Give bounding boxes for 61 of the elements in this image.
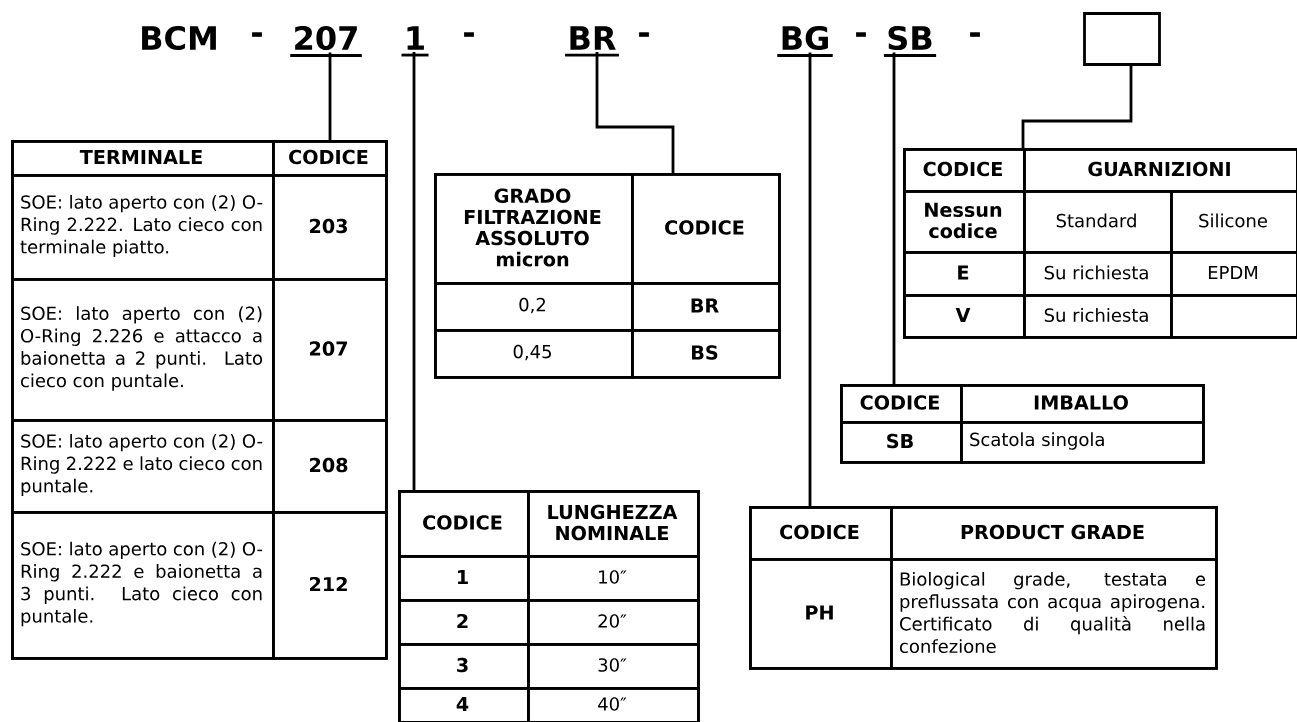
code-segment: SB <box>883 25 937 57</box>
separator-dash: - <box>970 32 980 37</box>
header-cell: CODICE <box>903 148 1026 193</box>
table-cell: 0,45 <box>434 329 634 379</box>
connector-line <box>1021 65 1133 148</box>
table-cell: 4 <box>398 687 530 722</box>
header-cell: CODICE <box>749 506 893 561</box>
table-cell: 30″ <box>527 643 700 690</box>
connector-line <box>892 52 896 384</box>
connector-line <box>328 52 332 140</box>
separator-dash: - <box>856 32 866 37</box>
table-cell: 20″ <box>527 599 700 646</box>
table-cell: 208 <box>272 419 388 514</box>
table-cell: Silicone <box>1170 190 1297 254</box>
table-cell: BS <box>631 329 781 379</box>
table-cell: SOE: lato aperto con (2) O-Ring 2.222 e lato cieco con puntale. <box>11 419 275 514</box>
header-cell: CODICE <box>398 490 530 558</box>
table-cell: SOE: lato aperto con (2) O-Ring 2.222. Lato cieco con terminale piatto. <box>11 174 275 281</box>
table-cell: Su richiesta <box>1023 294 1173 339</box>
table-cell: EPDM <box>1170 251 1297 297</box>
header-cell: CODICE <box>840 384 963 424</box>
header-cell: GRADO FILTRAZIONE ASSOLUTO micron <box>434 173 634 285</box>
table-cell: SB <box>840 421 963 464</box>
header-cell: TERMINALE <box>11 140 275 177</box>
header-cell: LUNGHEZZA NOMINALE <box>527 490 700 558</box>
table-cell: 10″ <box>527 555 700 602</box>
table-cell: 0,2 <box>434 282 634 332</box>
table-cell: 203 <box>272 174 388 281</box>
code-segment: 1 <box>401 26 429 57</box>
connector-line <box>412 52 416 490</box>
table-cell: 40″ <box>527 687 700 722</box>
table-cell: SOE: lato aperto con (2) O-Ring 2.226 e attacco a baionetta a 2 punti. Lato cieco con puntale. <box>11 278 275 422</box>
table-cell: 2 <box>398 599 530 646</box>
table-cell: Scatola singola <box>960 421 1205 464</box>
separator-dash: - <box>464 32 474 37</box>
header-cell: IMBALLO <box>960 384 1205 424</box>
table-cell: V <box>903 294 1026 339</box>
code-table <box>903 148 1297 339</box>
table-cell: 3 <box>398 643 530 690</box>
table-cell: 207 <box>272 278 388 422</box>
code-prefix: BCM <box>142 25 216 51</box>
table-cell: Standard <box>1023 190 1173 254</box>
table-cell: Biological grade, testata e preflussata con acqua apirogena. Certificato di qualità nella confezione <box>890 558 1218 670</box>
code-segment: BG <box>777 25 833 57</box>
table-cell: 212 <box>272 511 388 660</box>
table-cell: E <box>903 251 1026 297</box>
table-cell: SOE: lato aperto con (2) O-Ring 2.222 e baionetta a 3 punti. Lato cieco con puntale. <box>11 511 275 660</box>
connector-line <box>595 52 675 173</box>
header-cell: CODICE <box>631 173 781 285</box>
connector-line <box>808 52 812 506</box>
header-cell: PRODUCT GRADE <box>890 506 1218 561</box>
table-cell: Su richiesta <box>1023 251 1173 297</box>
code-box <box>1083 12 1161 66</box>
table-cell: 1 <box>398 555 530 602</box>
header-cell: CODICE <box>272 140 388 177</box>
table-cell: BR <box>631 282 781 332</box>
code-segment: 207 <box>290 25 362 57</box>
table-cell: PH <box>749 558 893 670</box>
code-segment: BR <box>565 26 619 57</box>
table-cell: Nessun codice <box>903 190 1026 254</box>
header-cell: GUARNIZIONI <box>1023 148 1297 193</box>
